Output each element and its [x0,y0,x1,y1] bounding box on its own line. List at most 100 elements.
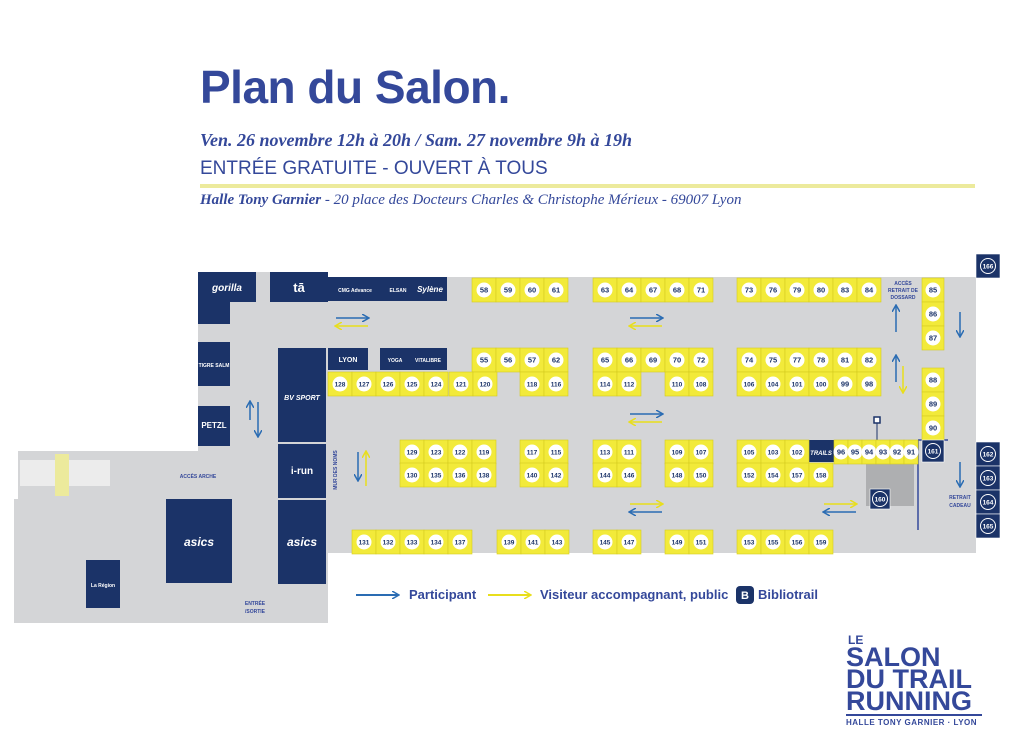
stand-159[interactable]: 159 [808,529,834,555]
stand-cmg[interactable] [328,277,383,301]
stand-70[interactable]: 70 [664,347,690,373]
stand-152[interactable]: 152 [736,462,762,488]
stand-bv-sport[interactable] [278,348,326,442]
stand-124[interactable]: 124 [423,371,449,397]
stand-65[interactable]: 65 [592,347,618,373]
stand-150[interactable]: 150 [688,462,714,488]
stand-113[interactable]: 113 [592,439,618,465]
stand-59[interactable]: 59 [495,277,521,303]
stand-129[interactable]: 129 [399,439,425,465]
stand-147[interactable]: 147 [616,529,642,555]
stand-132[interactable]: 132 [375,529,401,555]
stand-165[interactable]: 165 [975,513,1001,539]
stand-139[interactable]: 139 [496,529,522,555]
stand-107[interactable]: 107 [688,439,714,465]
stand-105[interactable]: 105 [736,439,762,465]
stand-108[interactable]: 108 [688,371,714,397]
stand-130[interactable]: 130 [399,462,425,488]
stand-106[interactable]: 106 [736,371,762,397]
stand-92[interactable]: 92 [889,439,905,465]
stand-138[interactable]: 138 [471,462,497,488]
stand-74[interactable]: 74 [736,347,762,373]
stand-93[interactable]: 93 [875,439,891,465]
stand-136[interactable]: 136 [447,462,473,488]
stand-121[interactable]: 121 [448,371,474,397]
stand-petzl[interactable] [198,406,230,446]
stand-122[interactable]: 122 [447,439,473,465]
stand-154[interactable]: 154 [760,462,786,488]
stand-86[interactable]: 86 [921,301,945,327]
stand-69[interactable]: 69 [640,347,666,373]
stand-87[interactable]: 87 [921,325,945,351]
stand-79[interactable]: 79 [784,277,810,303]
stand-144[interactable]: 144 [592,462,618,488]
stand-125[interactable]: 125 [399,371,425,397]
stand-80[interactable]: 80 [808,277,834,303]
stand-trails[interactable] [808,440,834,462]
stand-117[interactable]: 117 [519,439,545,465]
stand-tigre-salm[interactable] [198,342,230,386]
stand-64[interactable]: 64 [616,277,642,303]
stand-yoga[interactable] [380,348,410,370]
stand-149[interactable]: 149 [664,529,690,555]
stand-99[interactable]: 99 [832,371,858,397]
stand-142[interactable]: 142 [543,462,569,488]
stand-83[interactable]: 83 [832,277,858,303]
stand-61[interactable]: 61 [543,277,569,303]
stand-148[interactable]: 148 [664,462,690,488]
stand-76[interactable]: 76 [760,277,786,303]
stand-82[interactable]: 82 [856,347,882,373]
stand-77[interactable]: 77 [784,347,810,373]
stand-98[interactable]: 98 [856,371,882,397]
stand-111[interactable]: 111 [616,439,642,465]
stand-164[interactable]: 164 [975,489,1001,515]
stand-asics-1[interactable] [166,499,232,583]
stand-78[interactable]: 78 [808,347,834,373]
stand-63[interactable]: 63 [592,277,618,303]
stand-163[interactable]: 163 [975,465,1001,491]
stand-128[interactable]: 128 [327,371,353,397]
stand-162[interactable]: 162 [975,441,1001,467]
stand-region[interactable] [86,560,120,608]
stand-123[interactable]: 123 [423,439,449,465]
stand-85[interactable]: 85 [921,277,945,303]
stand-57[interactable]: 57 [519,347,545,373]
stand-109[interactable]: 109 [664,439,690,465]
stand-101[interactable]: 101 [784,371,810,397]
stand-114[interactable]: 114 [592,371,618,397]
stand-67[interactable]: 67 [640,277,666,303]
stand-95[interactable]: 95 [847,439,863,465]
stand-140[interactable]: 140 [519,462,545,488]
stand-112[interactable]: 112 [616,371,642,397]
stand-110[interactable]: 110 [664,371,690,397]
stand-84[interactable]: 84 [856,277,882,303]
stand-91[interactable]: 91 [903,439,919,465]
stand-72[interactable]: 72 [688,347,714,373]
stand-ta[interactable] [270,272,328,302]
stand-151[interactable]: 151 [688,529,714,555]
stand-58[interactable]: 58 [471,277,497,303]
stand-100[interactable]: 100 [808,371,834,397]
stand-55[interactable]: 55 [471,347,497,373]
stand-81[interactable]: 81 [832,347,858,373]
stand-131[interactable]: 131 [351,529,377,555]
stand-102[interactable]: 102 [784,439,810,465]
stand-73[interactable]: 73 [736,277,762,303]
stand-trail-lyon[interactable] [328,348,368,370]
stand-116[interactable]: 116 [543,371,569,397]
stand-89[interactable]: 89 [921,391,945,417]
stand-166[interactable]: 166 [975,253,1001,279]
stand-60[interactable]: 60 [519,277,545,303]
stand-94[interactable]: 94 [861,439,877,465]
stand-88[interactable]: 88 [921,367,945,393]
stand-158[interactable]: 158 [808,462,834,488]
stand-103[interactable]: 103 [760,439,786,465]
stand-71[interactable]: 71 [688,277,714,303]
stand-126[interactable]: 126 [375,371,401,397]
stand-161[interactable]: 161 [921,439,945,463]
stand-146[interactable]: 146 [616,462,642,488]
stand-gorilla[interactable] [198,272,256,302]
stand-156[interactable]: 156 [784,529,810,555]
stand-134[interactable]: 134 [423,529,449,555]
stand-119[interactable]: 119 [471,439,497,465]
